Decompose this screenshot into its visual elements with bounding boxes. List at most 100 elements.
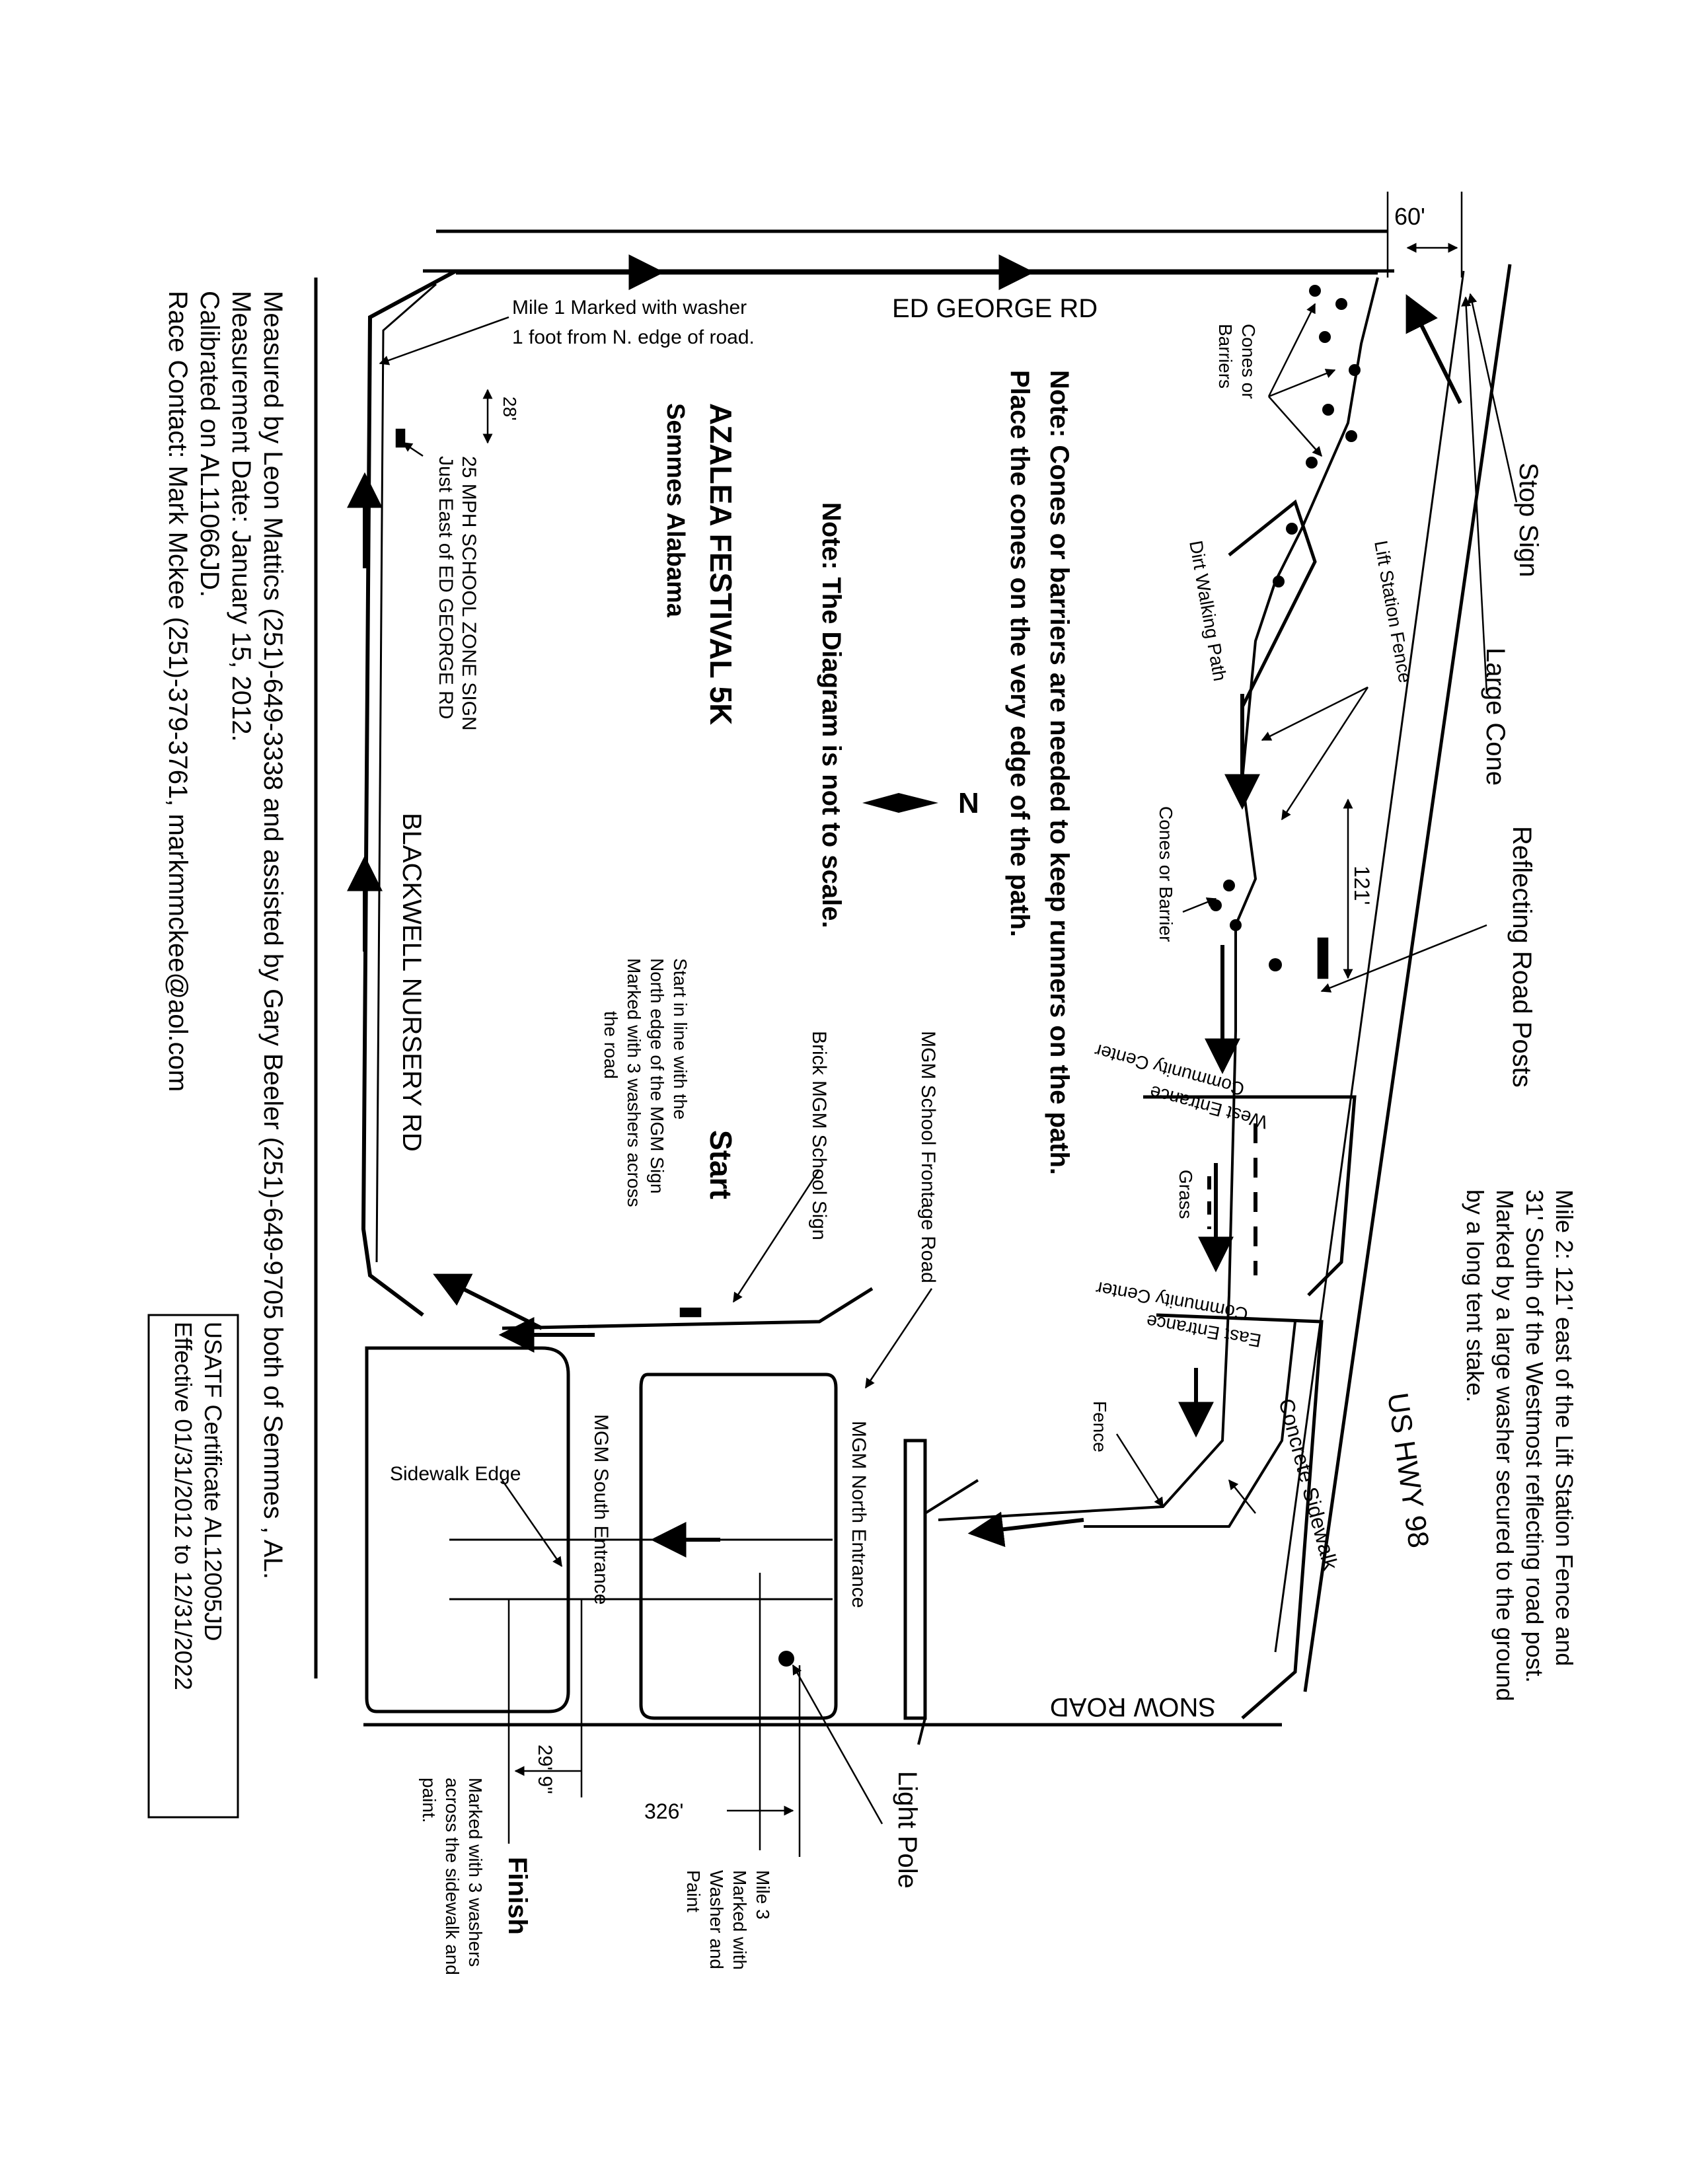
footer-line3: Calibrated on AL11066JD.	[195, 291, 224, 597]
large-cone-label: Large Cone	[1481, 648, 1510, 786]
leader-reflecting-posts	[1320, 924, 1487, 993]
cone	[1273, 576, 1285, 587]
brick-sign-label: Brick MGM School Sign	[808, 1031, 830, 1240]
school-zone-sign-bar	[395, 428, 406, 448]
certificate-border	[147, 1314, 239, 1819]
footer-line4: Race Contact: Mark Mckee (251)-379-3761,…	[163, 291, 192, 1092]
community-center-east-outline	[1156, 1313, 1324, 1719]
frontage-road-label: MGM School Frontage Road	[917, 1031, 939, 1283]
note-cones-line1: Note: Cones or barriers are needed to ke…	[1045, 370, 1074, 1175]
stop-sign-label: Stop Sign	[1514, 463, 1543, 577]
route-line-start-road	[502, 1287, 874, 1330]
certificate-line2: Effective 01/31/2012 to 12/31/2022	[170, 1322, 197, 1690]
leader-fence	[1115, 1433, 1164, 1508]
start-desc-3: Marked with 3 washers across	[624, 958, 644, 1207]
certificate-box: USATF Certificate AL12005JD Effective 01…	[147, 1314, 239, 1819]
leader-large-cone	[1461, 296, 1488, 695]
dist-326-label: 326'	[644, 1799, 684, 1823]
north-label: N	[958, 787, 979, 819]
finish-desc-1: Marked with 3 washers	[465, 1778, 486, 1967]
concrete-sidewalk-label: Concrete Sidewalk	[1274, 1396, 1343, 1573]
start-label: Start	[704, 1130, 738, 1199]
start-line-bar	[679, 1307, 702, 1318]
mile2-line2: 31' South of the Westmost reflecting roa…	[1521, 1189, 1548, 1683]
leader-cones-1	[1267, 303, 1316, 397]
mile1-label-line2: 1 foot from N. edge of road.	[512, 326, 755, 348]
dist-121-label: 121'	[1350, 866, 1374, 905]
mile2-line1: Mile 2: 121' east of the Lift Station Fe…	[1551, 1189, 1578, 1666]
dist-28-label: 28'	[500, 396, 520, 421]
mile2-line4: by a long tent stake.	[1462, 1189, 1489, 1402]
mgm-north-block	[903, 1439, 927, 1720]
leader-concrete-sidewalk	[1228, 1479, 1256, 1514]
leader-frontage	[864, 1288, 933, 1389]
cone	[1230, 919, 1242, 931]
leader-cones-3	[1268, 396, 1322, 457]
leader-lift-fence-1	[1261, 686, 1368, 741]
us-hwy-98-edge-2	[1274, 270, 1465, 1653]
cone	[1319, 331, 1331, 343]
reflecting-posts-label: Reflecting Road Posts	[1507, 826, 1536, 1088]
cones-barrier-label: Cones or Barrier	[1156, 806, 1176, 942]
leader-brick-sign	[732, 1169, 821, 1303]
blackwell-edge-west	[361, 269, 457, 1317]
note-scale: Note: The Diagram is not to scale.	[817, 502, 846, 928]
leader-cones-2	[1268, 369, 1336, 398]
sidewalk-edge-label: Sidewalk Edge	[390, 1463, 521, 1485]
cone	[1345, 430, 1357, 442]
mile3-line3: Washer and	[706, 1870, 727, 1969]
start-desc-1: Start in line with the	[670, 958, 691, 1119]
leader-mile1	[379, 316, 509, 365]
lift-station-fence-outline	[1228, 499, 1317, 708]
snow-road-label: SNOW ROAD	[1050, 1692, 1216, 1721]
finish-desc-3: paint.	[419, 1778, 439, 1823]
start-desc-4: the road	[601, 1011, 621, 1079]
lift-fence-label: Lift Station Fence	[1370, 539, 1415, 685]
route-arrow-snow-start	[433, 1273, 543, 1330]
dist-60-label: 60'	[1394, 203, 1425, 230]
mgm-north-label: MGM North Entrance	[848, 1421, 870, 1608]
leader-sidewalk-edge	[501, 1480, 563, 1567]
building-outlines	[365, 499, 1357, 1720]
dimensions	[395, 192, 1463, 1816]
leader-lift-fence-2	[1281, 687, 1369, 821]
mile-2-marker	[1269, 958, 1282, 971]
cone	[1223, 880, 1235, 891]
mile3-line4: Paint	[683, 1870, 704, 1912]
cones-barriers-label-1: Cones or	[1238, 324, 1259, 399]
leader-lines	[379, 293, 1518, 1857]
mgm-south-label: MGM South Entrance	[590, 1414, 612, 1604]
north-arrow-icon	[862, 793, 938, 813]
event-location: Semmes Alabama	[661, 403, 689, 618]
cone	[1309, 285, 1321, 297]
leader-stop-sign	[1467, 293, 1518, 503]
fence-label: Fence	[1090, 1401, 1110, 1452]
ed-george-road-label: ED GEORGE RD	[892, 294, 1098, 323]
blackwell-edge-east	[375, 283, 437, 1263]
us-hwy-98-label: US HWY 98	[1381, 1391, 1435, 1550]
school-zone-label-1: 25 MPH SCHOOL ZONE SIGN	[458, 456, 480, 731]
footer-line1: Measured by Leon Mattics (251)-649-3338 …	[258, 291, 287, 1579]
leader-school-zone	[402, 441, 424, 457]
route-line-east-loop	[938, 277, 1379, 1521]
mgm-center-block	[365, 1346, 570, 1713]
leader-light-pole	[792, 1664, 883, 1825]
route-line-sidewalk-bend	[1084, 1321, 1296, 1528]
start-desc-2: North edge of the MGM Sign	[647, 958, 667, 1193]
light-pole-label: Light Pole	[893, 1771, 922, 1889]
light-pole-marker	[778, 1651, 794, 1667]
road-lines	[314, 229, 1512, 1727]
note-cones-line2: Place the cones on the very edge of the …	[1005, 370, 1034, 937]
dirt-path-label: Dirt Walking Path	[1185, 539, 1230, 683]
reflecting-post-bar	[1317, 937, 1329, 979]
finish-desc-2: across the sidewalk and	[442, 1778, 463, 1975]
event-title: AZALEA FESTIVAL 5K	[704, 403, 738, 725]
mgm-south-block	[639, 1373, 838, 1720]
cone	[1349, 364, 1361, 376]
north-arrow: N	[862, 787, 979, 819]
cone	[1335, 298, 1347, 310]
mile1-label-line1: Mile 1 Marked with washer	[512, 297, 747, 319]
dist-29-label: 29' 9"	[534, 1745, 556, 1794]
school-zone-label-2: Just East of ED GEORGE RD	[435, 456, 457, 719]
